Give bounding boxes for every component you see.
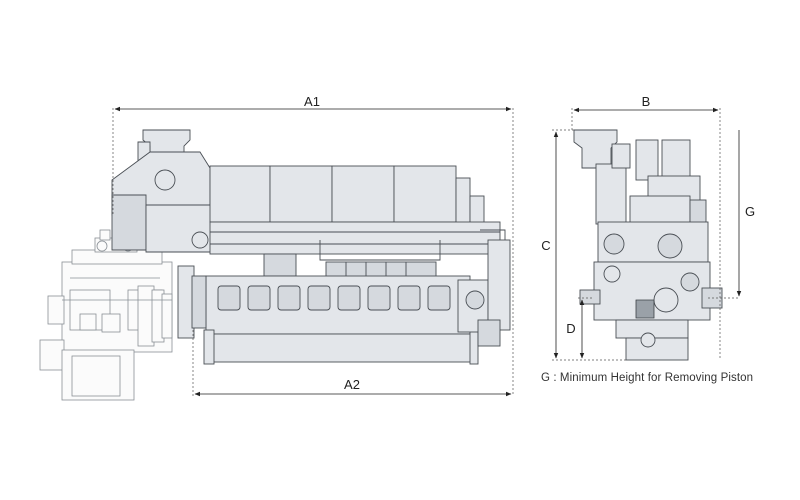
engine-front-view bbox=[573, 129, 723, 361]
engine-side-view bbox=[111, 129, 511, 365]
dimension-a1-label: A1 bbox=[304, 94, 320, 109]
dimension-d-label: D bbox=[566, 321, 575, 336]
dimension-a1: A1 bbox=[112, 94, 514, 395]
dimension-a2: A2 bbox=[192, 330, 512, 397]
dimension-g: G bbox=[708, 130, 755, 299]
dimension-b: B bbox=[571, 94, 721, 360]
dimension-c-label: C bbox=[541, 238, 550, 253]
note-minimum-height: G : Minimum Height for Removing Piston bbox=[541, 372, 754, 384]
dimension-c: C bbox=[541, 129, 626, 361]
dimension-b-label: B bbox=[642, 94, 651, 109]
gearbox-drawing bbox=[39, 229, 173, 401]
dimension-d: D bbox=[566, 297, 594, 359]
dimension-g-label: G bbox=[745, 204, 755, 219]
dimension-a2-label: A2 bbox=[344, 377, 360, 392]
